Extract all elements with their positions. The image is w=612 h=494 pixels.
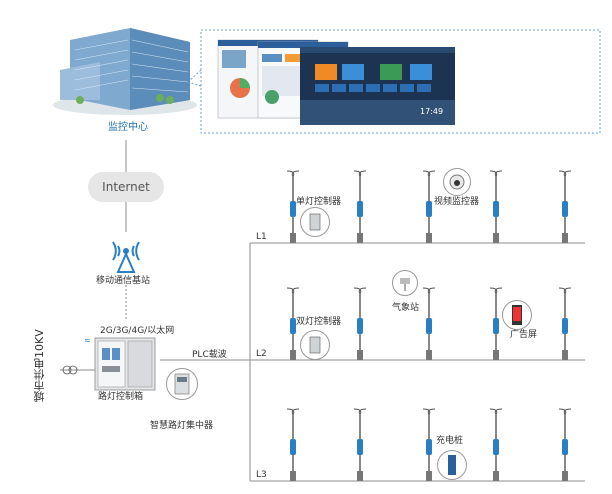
plc-label: PLC载波 (192, 350, 227, 360)
line-l3-label: L3 (256, 470, 267, 480)
dual-lamp-label: 双灯控制器 (296, 317, 342, 327)
concentrator-icon (166, 368, 198, 400)
base-station-label: 移动通信基站 (96, 276, 151, 286)
single-lamp-label: 单灯控制器 (296, 197, 342, 207)
concentrator-label: 智慧路灯集中器 (150, 421, 214, 431)
network-label: 2G/3G/4G/以太网 (100, 326, 175, 336)
video-camera-icon (443, 168, 471, 196)
ad-screen-icon (502, 300, 532, 330)
internet-cloud: Internet (88, 172, 164, 202)
line-l2-label: L2 (256, 349, 267, 359)
control-box-label: 路灯控制箱 (98, 392, 144, 402)
ad-screen-label: 广告屏 (510, 330, 538, 340)
weather-label: 气象站 (392, 303, 420, 313)
screen-clock: 17:49 (420, 107, 444, 116)
video-label: 视频监控器 (434, 197, 480, 207)
single-lamp-controller-icon (300, 207, 330, 237)
wifi-icon: ≈ (84, 336, 91, 345)
weather-station-icon (392, 270, 418, 296)
dual-lamp-controller-icon (300, 330, 330, 360)
charging-pile-icon (437, 450, 467, 480)
charger-label: 充电桩 (436, 436, 464, 446)
line-l1-label: L1 (256, 232, 267, 242)
monitor-center-label: 监控中心 (108, 122, 148, 133)
